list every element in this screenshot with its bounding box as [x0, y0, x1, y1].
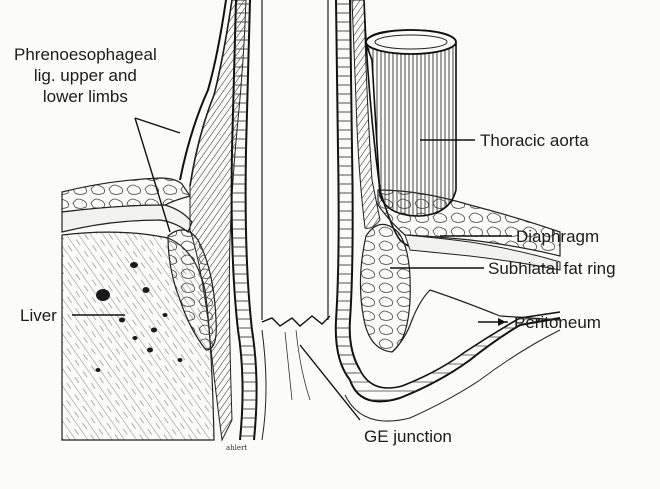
thoracic-aorta — [366, 30, 456, 216]
subhiatal-fat-ring-label: Subhiatal fat ring — [488, 258, 616, 279]
phrenoesophageal-label-line2: lig. upper and — [14, 65, 157, 86]
phrenoesophageal-ligament-label: Phrenoesophageal lig. upper and lower li… — [14, 44, 157, 107]
phrenoesophageal-label-line3: lower limbs — [14, 86, 157, 107]
aorta-opening — [366, 30, 456, 54]
artist-signature: ahlert — [226, 444, 247, 452]
phrenoesophageal-label-line1: Phrenoesophageal — [14, 44, 157, 65]
peritoneum-label: Peritoneum — [514, 312, 601, 333]
diaphragm-label: Diaphragm — [516, 226, 599, 247]
thoracic-aorta-label: Thoracic aorta — [480, 130, 589, 151]
ge-junction-label: GE junction — [364, 426, 452, 447]
esophagus-left-mucosa — [232, 0, 257, 440]
liver-label: Liver — [20, 305, 57, 326]
ge-junction-line — [262, 316, 330, 326]
subhiatal-fat-right — [360, 224, 410, 352]
